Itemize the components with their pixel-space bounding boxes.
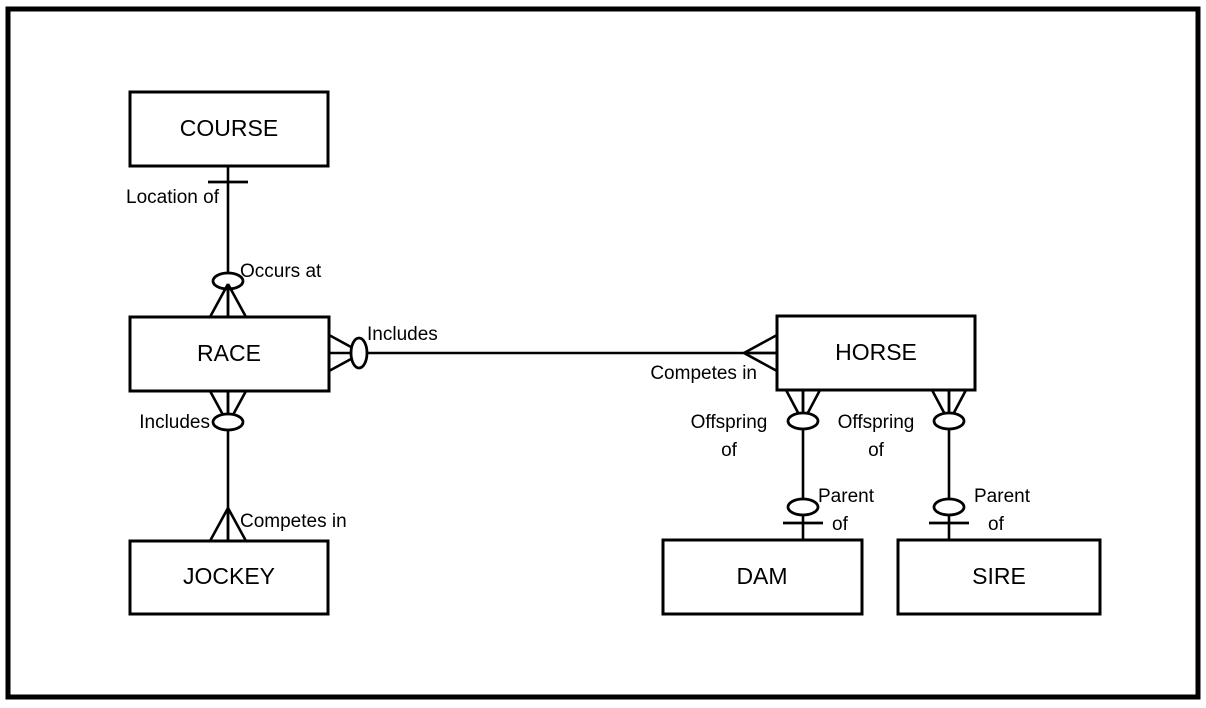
- relationship-race-jockey: [208, 390, 248, 542]
- cardinality-optional-oval-horse-dam: [786, 411, 820, 431]
- diagram-border: [5, 6, 1201, 700]
- relationship-label-parent-of-sire-line1: Parent: [974, 486, 1031, 507]
- entity-jockey-label: JOCKEY: [183, 563, 275, 589]
- crows-foot-horse-left-bottom: [743, 351, 778, 373]
- relationship-horse-dam: [783, 389, 823, 540]
- relationship-label-offspring-of-dam-line2: of: [721, 440, 738, 461]
- crows-foot-race-top-left: [208, 283, 230, 318]
- relationship-label-offspring-of-dam-line1: Offspring: [691, 412, 768, 433]
- entity-course-label: COURSE: [180, 115, 278, 141]
- entity-dam-label: DAM: [736, 563, 787, 589]
- entity-jockey[interactable]: JOCKEY: [128, 539, 330, 616]
- entity-sire-label: SIRE: [972, 563, 1026, 589]
- relationship-label-competes-in-horse: Competes in: [650, 363, 757, 384]
- crows-foot-horse-left-top: [743, 333, 778, 355]
- entity-race[interactable]: RACE: [128, 315, 331, 393]
- entity-dam[interactable]: DAM: [661, 538, 864, 616]
- relationship-label-parent-of-dam-line1: Parent: [818, 486, 875, 507]
- relationship-label-offspring-of-sire-line1: Offspring: [838, 412, 915, 433]
- relationship-label-parent-of-dam-line2: of: [832, 514, 849, 535]
- relationship-label-parent-of-sire-line2: of: [988, 514, 1005, 535]
- relationship-label-offspring-of-sire-line2: of: [868, 440, 885, 461]
- relationship-horse-sire: [929, 389, 969, 540]
- cardinality-optional-oval-race-right: [349, 336, 369, 370]
- entity-course[interactable]: COURSE: [128, 90, 330, 168]
- relationship-label-includes-horse: Includes: [367, 324, 438, 345]
- entity-horse-box[interactable]: [775, 314, 977, 392]
- crows-foot-race-top-right: [226, 283, 248, 318]
- entity-sire-box[interactable]: [896, 538, 1102, 616]
- cardinality-optional-oval-race-bottom: [211, 412, 245, 432]
- entity-horse-label: HORSE: [835, 339, 917, 365]
- crows-foot-jockey-left: [208, 507, 230, 542]
- entity-race-box[interactable]: [128, 315, 331, 393]
- relationship-race-horse: [328, 333, 778, 373]
- relationship-label-occurs-at: Occurs at: [240, 261, 322, 282]
- crows-foot-jockey-right: [226, 507, 248, 542]
- relationship-course-race: [208, 166, 248, 318]
- relationship-label-includes-jockey: Includes: [139, 412, 210, 433]
- cardinality-optional-oval-sire: [932, 497, 966, 517]
- cardinality-optional-oval-dam: [786, 497, 820, 517]
- entity-jockey-box[interactable]: [128, 539, 330, 616]
- entity-race-label: RACE: [197, 340, 261, 366]
- entity-course-box[interactable]: [128, 90, 330, 168]
- cardinality-optional-oval-horse-sire: [932, 411, 966, 431]
- entity-dam-box[interactable]: [661, 538, 864, 616]
- entity-sire[interactable]: SIRE: [896, 538, 1102, 616]
- relationship-label-competes-in-jockey: Competes in: [240, 511, 347, 532]
- relationship-label-location-of: Location of: [126, 187, 220, 208]
- entity-horse[interactable]: HORSE: [775, 314, 977, 392]
